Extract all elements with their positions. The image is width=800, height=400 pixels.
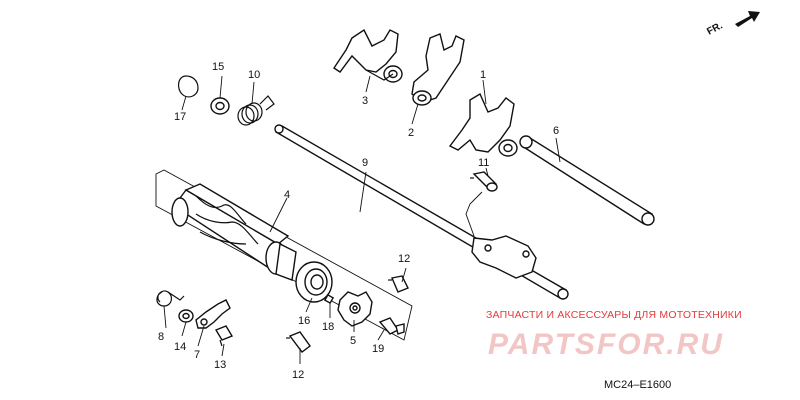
- shift-drum-4: [171, 183, 297, 281]
- callout-10: 10: [248, 69, 260, 81]
- leader-lines: [163, 75, 561, 364]
- cam-plate-5: [337, 291, 373, 327]
- callout-11: 11: [478, 157, 489, 169]
- washer-14: [178, 309, 194, 323]
- callout-17: 17: [174, 111, 186, 123]
- callout-9: 9: [362, 157, 368, 169]
- fork-shaft-6: [519, 135, 655, 226]
- bolt-19: [378, 317, 405, 335]
- callout-8: 8: [158, 331, 164, 343]
- callout-numbers: 1 2 3 4 5 6 7 8 9 10 11 12 12 13 14 15 1…: [158, 61, 559, 381]
- guide-pin-11: [470, 171, 498, 192]
- callout-19: 19: [372, 343, 384, 355]
- watermark-brand: PARTSFOR.RU: [488, 328, 724, 361]
- stopper-spring-8: [156, 290, 185, 307]
- washer-15: [210, 97, 230, 115]
- callout-16: 16: [298, 315, 310, 327]
- front-direction-indicator: FR.: [705, 11, 760, 38]
- pin-18: [323, 293, 335, 305]
- circlip-17: [177, 75, 199, 98]
- bolt-13: [214, 325, 234, 347]
- callout-15: 15: [212, 61, 224, 73]
- watermark: ЗАПЧАСТИ И АКСЕССУАРЫ ДЛЯ МОТОТЕХНИКИ PA…: [486, 309, 742, 361]
- bolt-12-lower: [286, 331, 311, 353]
- callout-14: 14: [174, 341, 186, 353]
- shift-fork-1: [448, 92, 518, 157]
- bolt-12-upper: [388, 275, 409, 293]
- spring-10: [237, 95, 275, 126]
- callout-3: 3: [362, 95, 368, 107]
- callout-7: 7: [194, 349, 200, 361]
- callout-4: 4: [284, 189, 290, 201]
- callout-6: 6: [553, 125, 559, 137]
- front-direction-label: FR.: [705, 20, 725, 37]
- callout-13: 13: [214, 359, 226, 371]
- callout-12-upper: 12: [398, 253, 410, 265]
- stopper-arm-7: [195, 299, 231, 329]
- shift-arm-plate: [471, 235, 537, 279]
- callout-1: 1: [480, 69, 486, 81]
- callout-12-lower: 12: [292, 369, 304, 381]
- watermark-tagline: ЗАПЧАСТИ И АКСЕССУАРЫ ДЛЯ МОТОТЕХНИКИ: [486, 309, 742, 321]
- bearing-16: [295, 261, 333, 303]
- shift-fork-3: [333, 28, 403, 83]
- callout-18: 18: [322, 321, 334, 333]
- callout-5: 5: [350, 335, 356, 347]
- drum-assembly-outline: [155, 169, 413, 341]
- shift-fork-2: [411, 33, 465, 106]
- diagram-code: MC24–E1600: [604, 379, 671, 391]
- front-arrow-icon: [735, 11, 760, 27]
- callout-2: 2: [408, 127, 414, 139]
